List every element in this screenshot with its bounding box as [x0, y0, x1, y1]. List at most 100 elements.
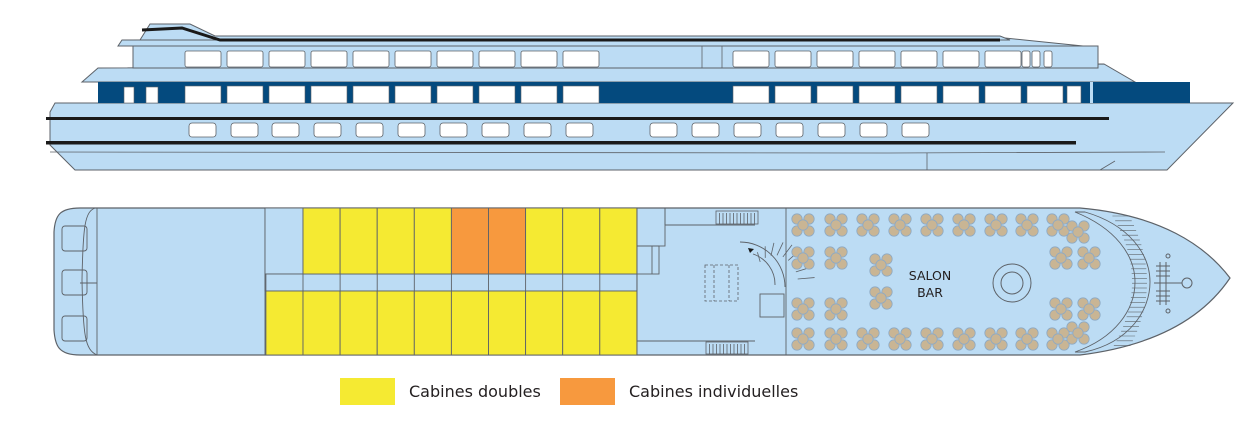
- chair: [1021, 219, 1033, 231]
- chair: [1021, 333, 1033, 345]
- dance-floor: [992, 263, 1032, 303]
- stern-box: [61, 315, 88, 342]
- chair: [1072, 226, 1084, 238]
- chair: [797, 303, 809, 315]
- porthole: [313, 122, 342, 138]
- window: [942, 50, 980, 68]
- porthole: [439, 122, 468, 138]
- table-cluster: [824, 246, 848, 270]
- hull-stripe-upper: [46, 117, 1109, 120]
- window: [774, 50, 812, 68]
- chair: [1083, 303, 1095, 315]
- table-cluster: [824, 327, 848, 351]
- cabin-double: [339, 290, 378, 356]
- window: [184, 85, 222, 104]
- cabin-double: [413, 207, 452, 275]
- porthole: [230, 122, 259, 138]
- window: [436, 50, 474, 68]
- elevator: [759, 293, 785, 318]
- table-cluster: [869, 253, 893, 277]
- legend-label-double: Cabines doubles: [409, 382, 541, 401]
- window: [816, 50, 854, 68]
- stern-box: [61, 225, 88, 252]
- table-cluster: [856, 327, 880, 351]
- window: [858, 85, 896, 104]
- table-cluster: [791, 327, 815, 351]
- chair: [862, 219, 874, 231]
- window: [478, 50, 516, 68]
- reception-desk-icon: [704, 264, 739, 302]
- chair: [797, 333, 809, 345]
- chair: [830, 252, 842, 264]
- table-cluster: [888, 213, 912, 237]
- porthole: [397, 122, 426, 138]
- window: [310, 85, 348, 104]
- table-cluster: [791, 213, 815, 237]
- stairs-icon: [715, 210, 759, 225]
- table-cluster: [791, 246, 815, 270]
- table-cluster: [824, 297, 848, 321]
- cabin-double: [413, 290, 452, 356]
- table-cluster: [920, 213, 944, 237]
- chair: [830, 219, 842, 231]
- chair: [990, 219, 1002, 231]
- window: [226, 85, 264, 104]
- window: [816, 85, 854, 104]
- window: [1031, 50, 1041, 68]
- cabin-double: [525, 290, 564, 356]
- hull-stripe-lower: [46, 141, 1076, 145]
- cabin-double: [302, 207, 341, 275]
- chair: [1072, 327, 1084, 339]
- cabin-double: [376, 207, 415, 275]
- window: [520, 50, 558, 68]
- window: [478, 85, 516, 104]
- bar-label: BAR: [917, 285, 943, 300]
- cabin-double: [488, 290, 527, 356]
- window: [858, 50, 896, 68]
- sun-deck: [139, 23, 1011, 41]
- cabins: [265, 207, 638, 356]
- window: [1021, 50, 1031, 68]
- cabin-double: [599, 290, 638, 356]
- window: [900, 50, 938, 68]
- porthole: [355, 122, 384, 138]
- window: [562, 85, 600, 104]
- porthole: [901, 122, 930, 138]
- porthole: [733, 122, 762, 138]
- table-cluster: [1046, 213, 1070, 237]
- table-cluster: [869, 286, 893, 310]
- table-cluster: [952, 327, 976, 351]
- cabin-double: [376, 290, 415, 356]
- cabin-double: [599, 207, 638, 275]
- chair: [1083, 252, 1095, 264]
- table-cluster: [1046, 327, 1070, 351]
- window: [394, 85, 432, 104]
- salon-tables: [791, 213, 1101, 351]
- table-cluster: [1077, 246, 1101, 270]
- window: [1066, 85, 1082, 104]
- table-cluster: [984, 213, 1008, 237]
- ship-side-profile: [46, 23, 1235, 171]
- cabin-double: [265, 290, 304, 356]
- chair: [830, 303, 842, 315]
- window: [394, 50, 432, 68]
- cabin-double: [562, 207, 601, 275]
- porthole: [775, 122, 804, 138]
- legend-swatch-single: [560, 378, 615, 405]
- window: [1043, 50, 1053, 68]
- legend-item-double: Cabines doubles: [340, 378, 541, 405]
- chair: [958, 219, 970, 231]
- table-cluster: [856, 213, 880, 237]
- chair: [797, 252, 809, 264]
- chair: [797, 219, 809, 231]
- salon-label: SALON: [909, 268, 951, 283]
- chair: [1055, 252, 1067, 264]
- window: [984, 85, 1022, 104]
- chair: [894, 219, 906, 231]
- porthole: [188, 122, 217, 138]
- anchor-winch-icon: [1154, 253, 1193, 314]
- cabin-single: [450, 207, 489, 275]
- porthole: [271, 122, 300, 138]
- window: [436, 85, 474, 104]
